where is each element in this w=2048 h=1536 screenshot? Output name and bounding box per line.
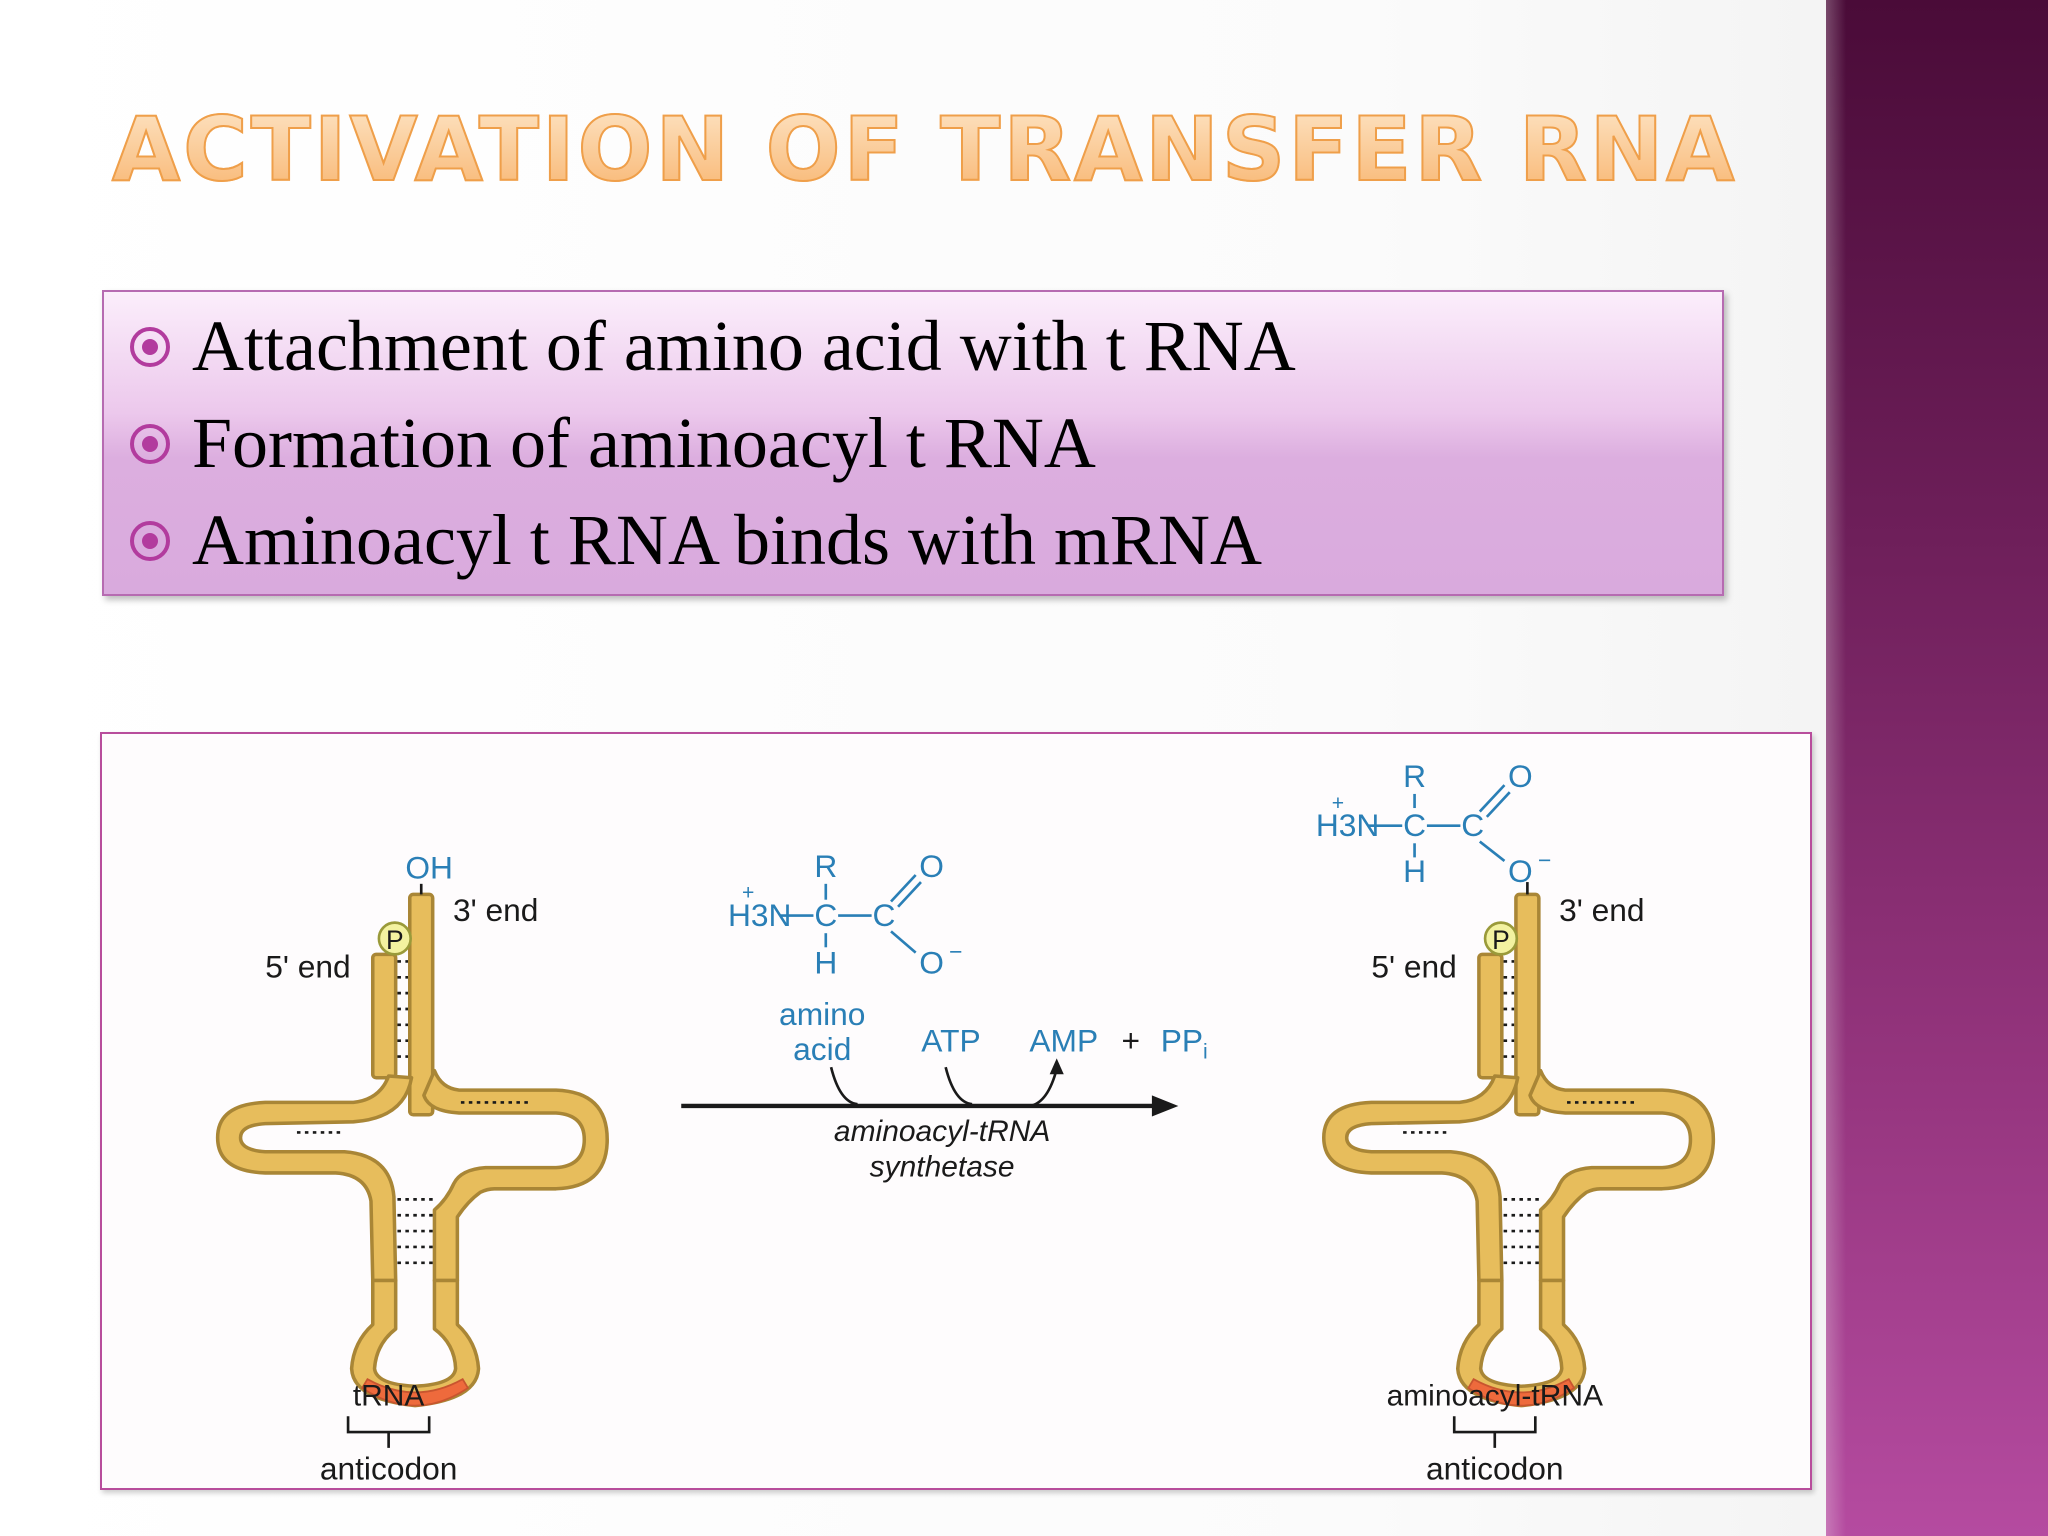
slide-title: ACTIVATION OF TRANSFER RNA [111,97,1738,202]
attached-plus-label: + [1332,792,1344,815]
right-aminoacyl-trna-molecule: P 3' end 5' end anticodon aminoacyl-tRNA [1322,882,1716,1487]
aa-r-label: R [814,848,837,884]
attached-minus-label: − [1538,847,1551,873]
right-anticodon-bracket [1452,1416,1537,1448]
amino-acid-in-curve [829,1066,858,1106]
bullet-circle-icon [130,326,170,367]
aa-c2-label: C [873,897,896,933]
attached-o-label: O [1508,758,1533,794]
amino-acid-label-line2: acid [793,1031,851,1067]
left-trna-caption: tRNA [353,1380,425,1413]
left-phosphate-label: P [386,925,404,955]
attached-double-bond-a [1478,784,1506,813]
bullet-list: Attachment of amino acid with t RNA Form… [104,292,1722,589]
bullet-item: Aminoacyl t RNA binds with mRNA [130,492,1722,589]
aa-single-bond [890,930,917,954]
amp-label: AMP [1029,1022,1098,1058]
amp-out-curve [1029,1068,1058,1108]
amp-out-arrowhead [1049,1058,1064,1075]
attached-double-bond-b [1485,791,1511,818]
right-base-pairs [1403,960,1636,1265]
right-five-end-label: 5' end [1371,948,1456,984]
attached-c2-label: C [1461,807,1484,843]
reaction-area: amino acid ATP AMP + PPi aminoacyl-tRNA … [681,996,1208,1183]
left-five-end-label: 5' end [265,948,350,984]
bullet-text: Aminoacyl t RNA binds with mRNA [192,500,1263,580]
left-trna-body [215,892,609,1408]
right-anticodon-label: anticodon [1426,1451,1564,1487]
amino-acid-structure: R H3N + C C H O O − [728,848,963,981]
reaction-plus-label: + [1121,1022,1140,1058]
bullet-circle-icon [130,423,170,464]
bullet-item: Attachment of amino acid with t RNA [130,298,1722,395]
amino-acid-label-line1: amino [779,996,865,1032]
attached-h-label: H [1403,853,1426,889]
bullet-item: Formation of aminoacyl t RNA [130,395,1722,492]
left-anticodon-label: anticodon [320,1451,458,1487]
aa-o-label: O [919,848,944,884]
left-oh-label: OH [405,850,453,886]
right-phosphate-label: P [1492,925,1510,955]
aa-double-bond-a [890,874,917,903]
ppi-label: PPi [1161,1022,1208,1063]
attached-h3n-label: H3N [1316,807,1379,843]
bullet-box: Attachment of amino acid with t RNA Form… [102,290,1724,596]
enzyme-label-line1: aminoacyl-tRNA [834,1115,1050,1148]
enzyme-label-line2: synthetase [870,1150,1015,1183]
aa-minus-label: − [949,939,962,965]
attached-o-minus-label: O [1508,853,1533,889]
trna-activation-figure: P OH 3' end 5' end anticodon tRNA R H3N … [100,732,1812,1490]
bullet-circle-icon [130,520,170,561]
right-three-end-label: 3' end [1559,892,1644,928]
reaction-arrow-head [1151,1095,1179,1117]
bullet-text: Attachment of amino acid with t RNA [192,306,1296,386]
attached-amino-acid-structure: R H3N + C C H O O − [1316,758,1552,889]
right-anticodon-loop [1467,1377,1576,1407]
left-anticodon-bracket [346,1416,431,1448]
attached-r-label: R [1403,758,1426,794]
left-trna-molecule: P OH 3' end 5' end anticodon tRNA [215,850,609,1487]
aa-c1-label: C [814,897,837,933]
aa-o-minus-label: O [919,945,944,981]
left-three-end-label: 3' end [453,892,538,928]
attached-single-bond [1478,840,1506,862]
right-trna-caption: aminoacyl-tRNA [1387,1380,1603,1413]
aa-h3n-label: H3N [728,897,791,933]
right-phosphate-icon [1483,921,1519,956]
aa-plus-label: + [742,882,754,905]
aa-h-label: H [814,945,837,981]
atp-in-curve [944,1066,973,1106]
aa-double-bond-b [897,881,922,908]
left-phosphate-icon [377,921,412,956]
atp-label: ATP [921,1022,980,1058]
attached-c1-label: C [1403,807,1426,843]
decorative-side-band [1826,0,2048,1536]
left-anticodon-loop [360,1377,470,1407]
figure-diagram: P OH 3' end 5' end anticodon tRNA R H3N … [215,758,1716,1487]
bullet-text: Formation of aminoacyl t RNA [192,403,1096,483]
